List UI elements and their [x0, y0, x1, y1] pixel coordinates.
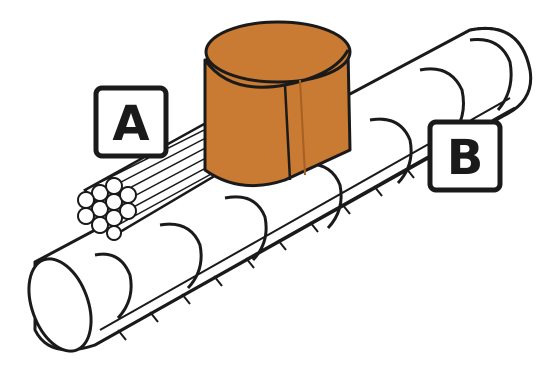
cable-end-strands: [77, 177, 137, 241]
callout-a: A: [93, 85, 169, 159]
spiral-wrapped-rod-icon: [27, 26, 533, 353]
callout-a-label: A: [112, 96, 149, 152]
callout-b-label: B: [447, 130, 484, 186]
splice-connector-icon: [203, 20, 352, 188]
callout-b: B: [427, 119, 503, 193]
